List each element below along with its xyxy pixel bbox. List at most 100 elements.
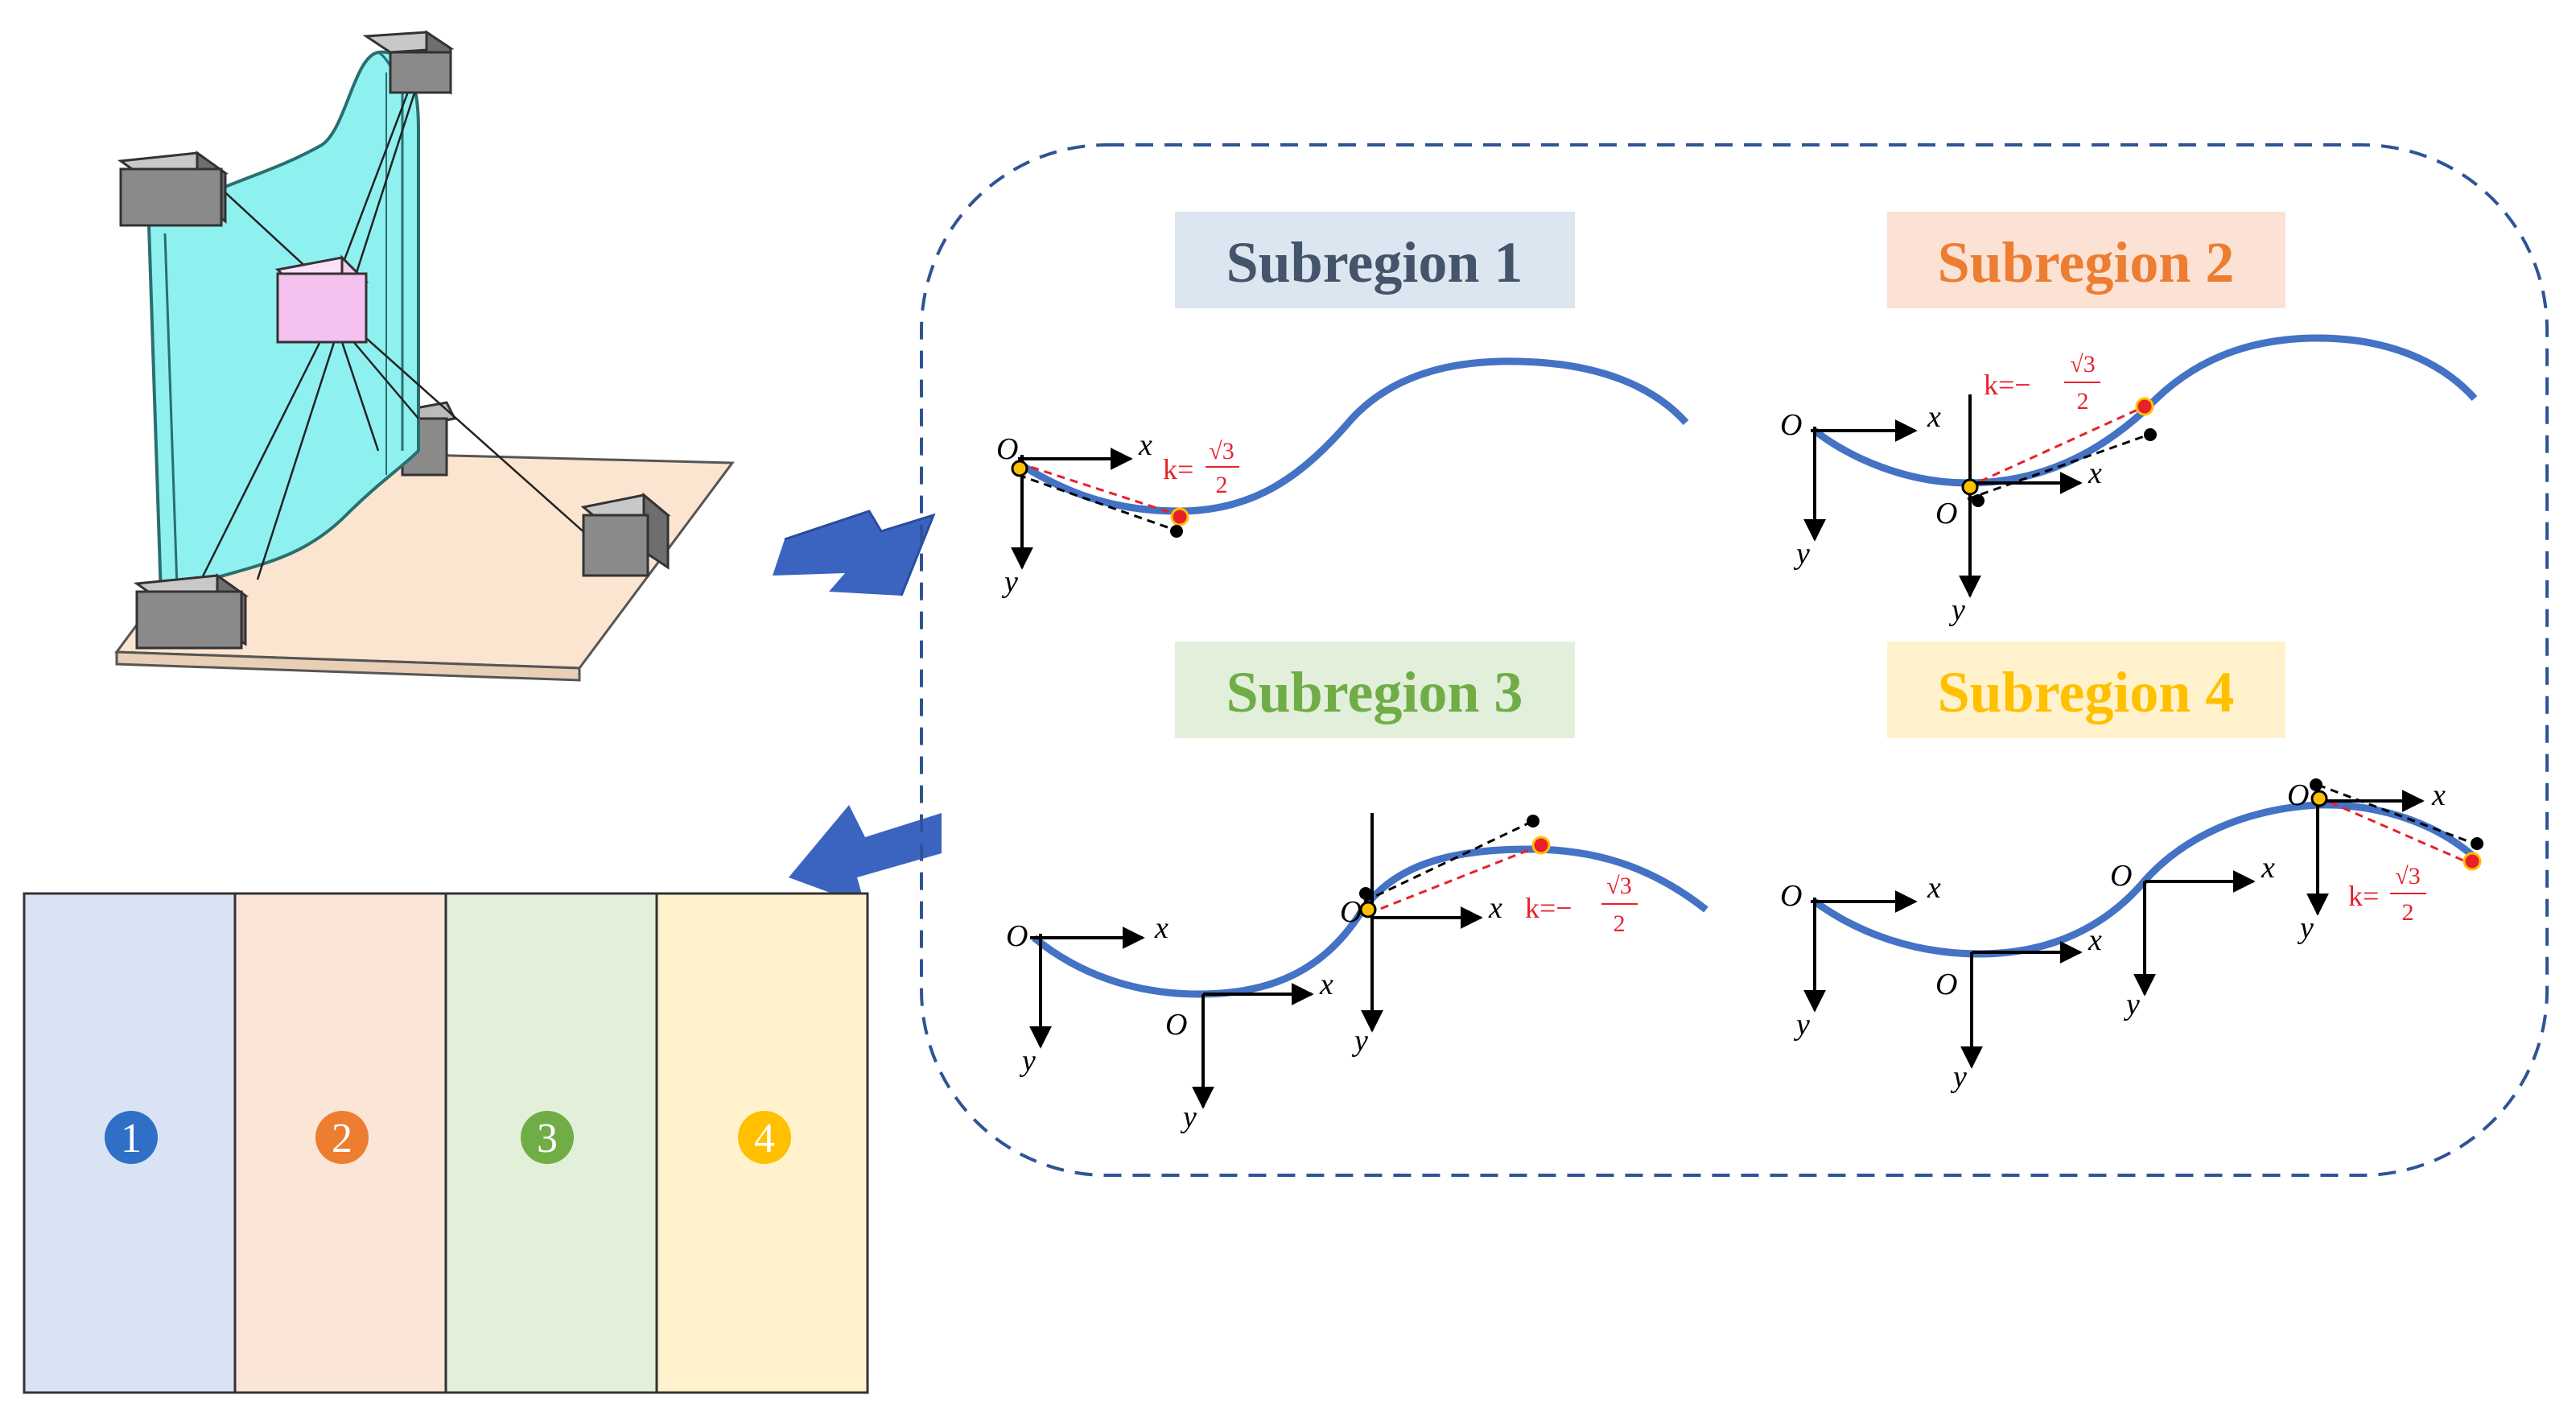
x-label: x xyxy=(1138,428,1152,462)
target-cube xyxy=(274,254,369,344)
start-point xyxy=(1961,478,1979,496)
arrow-to-subregions xyxy=(773,510,936,596)
arrow-to-panels xyxy=(789,805,942,906)
subregion-1-title-text: Subregion 1 xyxy=(1226,230,1523,295)
panel-4-number: 4 xyxy=(754,1116,775,1162)
panel-3-number: 3 xyxy=(537,1116,558,1162)
origin-label-o1: O xyxy=(1780,408,1802,442)
camera-block-top-left xyxy=(117,151,229,227)
y-label-o2: y xyxy=(1948,593,1965,627)
y-label-o1: y xyxy=(1019,1044,1036,1078)
subregion-2-title-text: Subregion 2 xyxy=(1938,230,2235,295)
tangent-line xyxy=(1967,433,2149,501)
subregion-2-diagram: O x y O x y k=− √3 2 xyxy=(1780,334,2478,627)
panel-2-number: 2 xyxy=(332,1116,352,1162)
camera-block-top-right xyxy=(362,30,455,95)
subregion-4-title: Subregion 4 xyxy=(1887,642,2285,738)
panel-1-number: 1 xyxy=(121,1116,142,1162)
end-point xyxy=(1531,836,1551,855)
origin-label-o2: O xyxy=(1165,1008,1187,1042)
camera-block-bottom-left xyxy=(133,573,249,650)
start-point xyxy=(1359,901,1377,918)
end-point-shadow xyxy=(1527,815,1539,827)
slope-prefix: k=− xyxy=(1525,892,1572,924)
tangent-line xyxy=(1363,819,1534,903)
start-point-shadow xyxy=(1972,494,1985,507)
panel-4-badge xyxy=(738,1111,791,1164)
start-point-shadow xyxy=(1359,887,1372,900)
end-point-shadow xyxy=(2144,428,2157,441)
profile-curve xyxy=(1812,801,2477,958)
subregion-4-diagram: O x y O x y O x y O x y k= √3 2 xyxy=(1780,778,2483,1094)
x-label-o3: x xyxy=(2261,851,2275,885)
measurement-setup-3d xyxy=(114,30,735,682)
panel-2-badge xyxy=(315,1111,369,1164)
origin-label-o3: O xyxy=(1340,895,1362,929)
origin-label-o2: O xyxy=(1935,968,1957,1001)
tangent-line xyxy=(2317,783,2479,847)
subregion-1-diagram: O x y k= √3 2 xyxy=(996,357,1689,599)
slope-num: √3 xyxy=(2070,351,2095,378)
origin-label-o1: O xyxy=(1006,919,1028,953)
origin-label-o3: O xyxy=(2110,859,2132,893)
end-point-shadow xyxy=(1170,525,1183,538)
base-plate-edge xyxy=(115,650,581,682)
slope-den: 2 xyxy=(2077,388,2089,415)
subregion-3-title-bg xyxy=(1175,642,1575,738)
end-point xyxy=(2135,397,2154,416)
start-point xyxy=(2310,790,2328,807)
slope-line xyxy=(2317,795,2475,867)
y-label-o2: y xyxy=(1180,1100,1197,1134)
x-label-o3: x xyxy=(1488,891,1502,925)
y-label-o1: y xyxy=(1793,1008,1810,1042)
x-label-o2: x xyxy=(2088,456,2102,490)
y-label-o3: y xyxy=(1351,1024,1368,1058)
subregion-3-diagram: O x y O x y O x y k=− √3 2 xyxy=(1006,813,1708,1134)
slope-num: √3 xyxy=(1209,438,1234,464)
x-label-o2: x xyxy=(2088,923,2102,957)
slope-line xyxy=(1017,461,1180,517)
subregion-3-title: Subregion 3 xyxy=(1175,642,1575,738)
profile-curve xyxy=(1016,357,1689,515)
slope-num: √3 xyxy=(2395,863,2420,889)
camera-block-floor-right xyxy=(580,492,671,577)
origin-label-o1: O xyxy=(1780,879,1802,913)
y-label: y xyxy=(1001,565,1018,599)
slope-prefix: k=− xyxy=(1984,369,2031,401)
x-label-o4: x xyxy=(2431,778,2446,812)
panel-3-badge xyxy=(521,1111,574,1164)
x-label-o2: x xyxy=(1319,968,1333,1001)
y-label-o1: y xyxy=(1793,537,1810,571)
subregion-2-title: Subregion 2 xyxy=(1887,212,2285,308)
end-point xyxy=(2463,852,2482,871)
slope-num: √3 xyxy=(1606,873,1631,899)
y-label-o3: y xyxy=(2123,988,2140,1021)
panel-1-badge xyxy=(105,1111,158,1164)
slope-den: 2 xyxy=(1216,472,1228,498)
end-point xyxy=(1170,507,1189,526)
subregion-panels: 1 2 3 4 xyxy=(23,892,869,1394)
start-point-shadow xyxy=(2310,778,2323,791)
origin-label-o4: O xyxy=(2287,778,2309,812)
end-point-shadow xyxy=(2471,837,2483,850)
y-label-o4: y xyxy=(2297,911,2314,945)
origin-label: O xyxy=(996,432,1018,466)
slope-prefix: k= xyxy=(1163,453,1193,485)
x-label-o1: x xyxy=(1927,871,1941,905)
subregion-1-title-bg xyxy=(1175,212,1575,308)
profile-curve xyxy=(1032,845,1708,998)
slope-line xyxy=(1967,405,2145,489)
x-label-o1: x xyxy=(1927,400,1941,434)
origin-label-o2: O xyxy=(1935,497,1957,530)
subregion-3-title-text: Subregion 3 xyxy=(1226,660,1523,724)
tangent-line xyxy=(1017,473,1180,533)
slope-den: 2 xyxy=(2402,899,2414,926)
subregion-1-title: Subregion 1 xyxy=(1175,212,1575,308)
subregion-2-title-bg xyxy=(1887,212,2285,308)
start-point xyxy=(1011,460,1028,477)
x-label-o1: x xyxy=(1154,911,1168,945)
subregion-4-title-text: Subregion 4 xyxy=(1938,660,2235,724)
y-label-o2: y xyxy=(1950,1060,1967,1094)
subregion-4-title-bg xyxy=(1887,642,2285,738)
